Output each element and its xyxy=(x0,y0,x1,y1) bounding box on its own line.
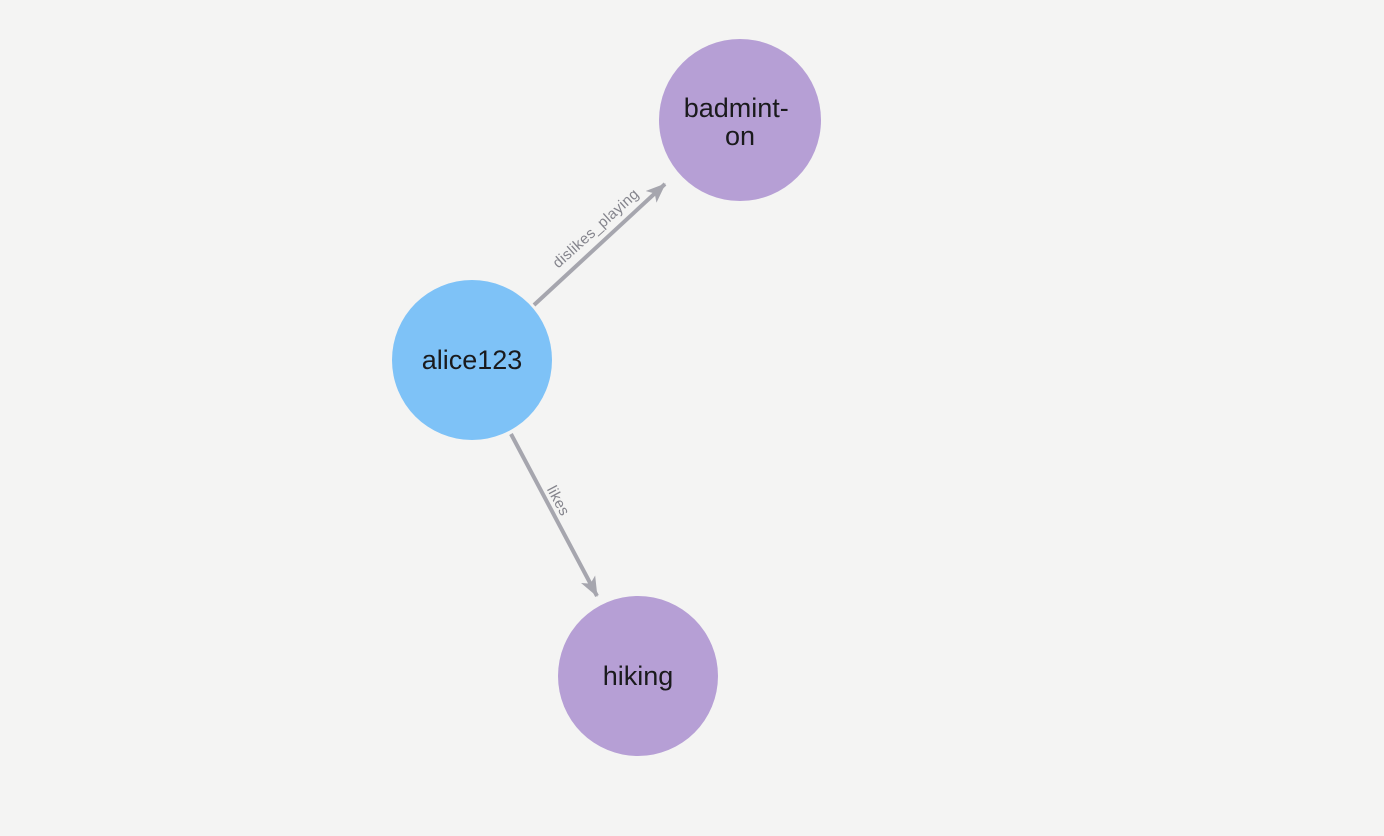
edge-label-dislikes-playing: dislikes_playing xyxy=(549,186,642,272)
edge-line-likes[interactable] xyxy=(509,433,599,597)
node-badminton: badmint- on xyxy=(659,39,821,201)
node-circle-badminton[interactable] xyxy=(659,39,821,201)
node-alice123: alice123 xyxy=(392,280,552,440)
node-circle-hiking[interactable] xyxy=(558,596,718,756)
edge-likes: likes xyxy=(509,433,599,597)
edge-line-dislikes-playing[interactable] xyxy=(532,182,667,307)
node-circle-alice123[interactable] xyxy=(392,280,552,440)
edge-dislikes-playing: dislikes_playing xyxy=(532,182,667,307)
node-hiking: hiking xyxy=(558,596,718,756)
